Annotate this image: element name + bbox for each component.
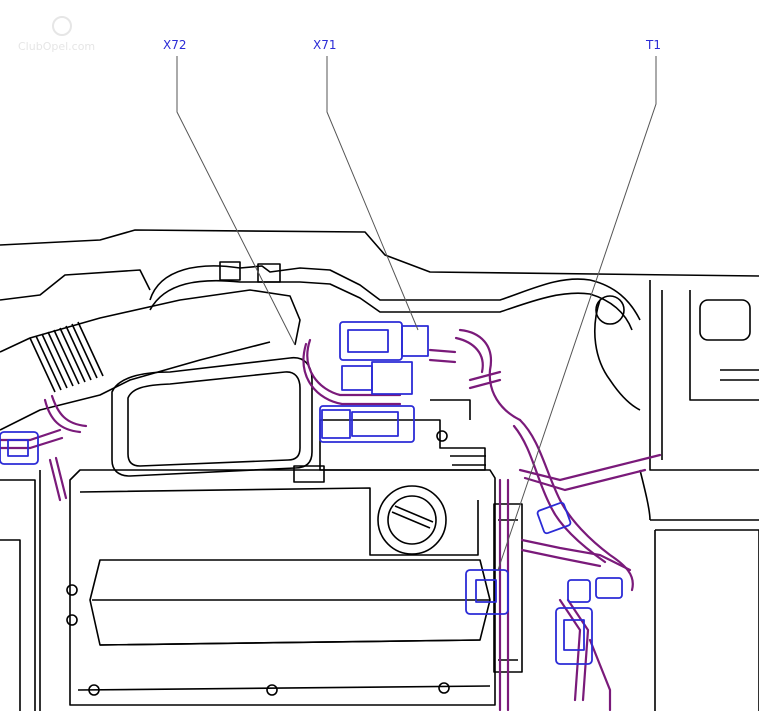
callout-x72: X72 [163,38,187,52]
leader-x72 [176,56,296,346]
watermark-text: ClubOpel.com [18,40,95,53]
leader-x71 [326,56,419,331]
connector-left [0,431,39,465]
callout-x71: X71 [313,38,337,52]
leader-lines [176,56,657,571]
connector-small-3 [595,577,623,599]
callout-t1: T1 [645,38,661,52]
connector-x71 [339,321,429,361]
connector-small-2-inner [563,619,585,651]
connector-small-4 [567,579,591,603]
leader-t1 [497,56,657,571]
connector-small-1 [536,501,572,535]
watermark: ClubOpel.com [18,16,95,53]
connector-x72 [319,405,415,443]
wiring-harness [0,328,662,711]
connectors [0,321,623,665]
callout-labels: X72 X71 T1 [163,38,661,52]
engine-outline [0,229,759,711]
connector-middle [341,361,413,395]
connector-t1 [465,569,509,615]
connector-small-2 [555,607,593,665]
